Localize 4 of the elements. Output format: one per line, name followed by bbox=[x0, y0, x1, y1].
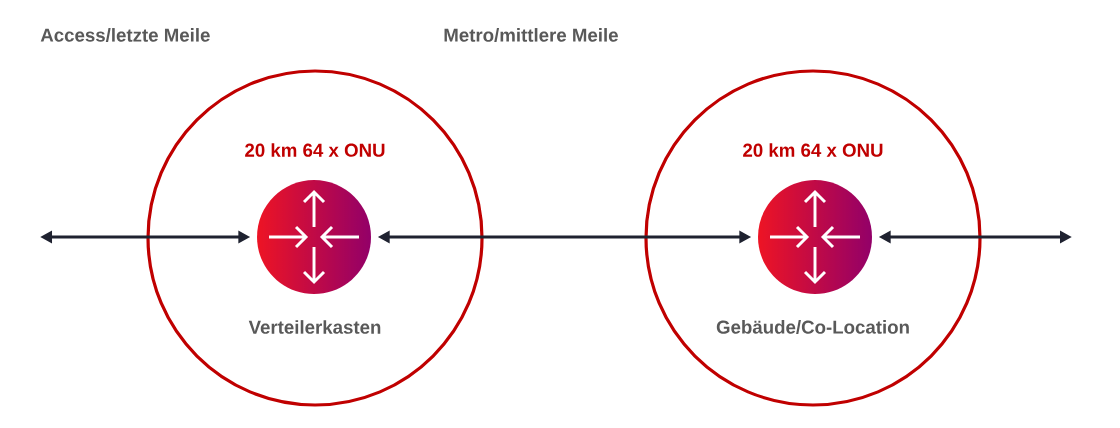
router-icon bbox=[768, 189, 862, 285]
router-icon bbox=[267, 189, 361, 285]
section-heading: Access/letzte Meile bbox=[40, 28, 210, 42]
section-heading: Metro/mittlere Meile bbox=[444, 28, 618, 42]
